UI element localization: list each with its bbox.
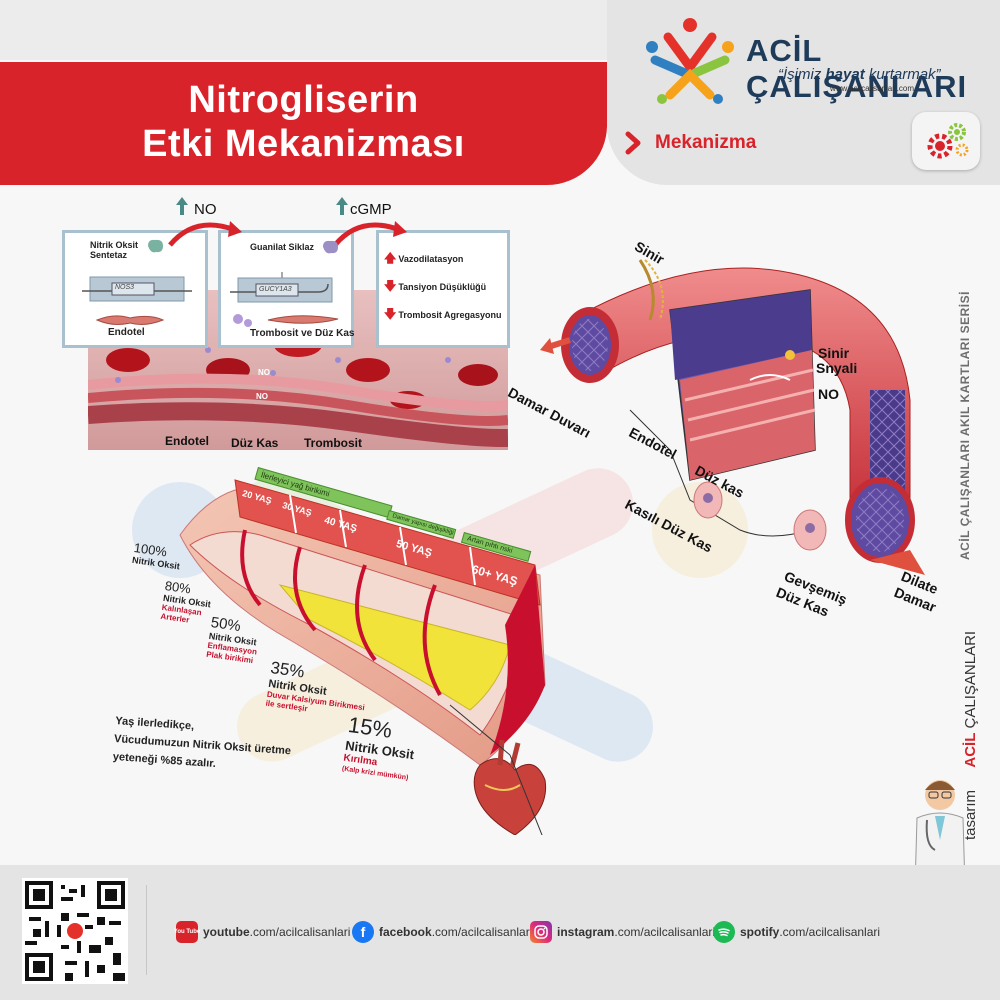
- vessel-trombosit-label: Trombosit: [304, 436, 363, 450]
- effect-item: 🡇Trombosit Agregasyonu: [384, 306, 508, 324]
- title-line-2: Etki Mekanizması: [142, 123, 465, 165]
- trombosit-duz-kas-label: Trombosit ve Düz Kas: [250, 328, 355, 339]
- qr-code-icon: [25, 881, 125, 981]
- gear-icon: [927, 123, 969, 159]
- spotify-icon: [713, 921, 735, 943]
- section-label[interactable]: Mekanizma: [655, 132, 757, 153]
- stage-15: 15% Nitrik Oksit Kırılma (Kalp krizi müm…: [341, 712, 416, 782]
- effect-item: 🡇Tansiyon Düşüklüğü: [384, 278, 508, 296]
- nos-enzyme-label: Nitrik Oksit Sentetaz: [90, 240, 139, 260]
- gene-diagram-2: [230, 272, 333, 303]
- arrow-up-icon: 🡅: [384, 250, 397, 265]
- sinir-sinyali-line-2: Snyali: [816, 360, 858, 376]
- sinir-sinyali-line-1: Sinir: [818, 345, 850, 361]
- gear-icon-box: [912, 112, 980, 170]
- stage-50: 50% Nitrik Oksit Enflamasyon Plak biriki…: [205, 614, 258, 666]
- youtube-link[interactable]: You Tube youtube.com/acilcalisanlari: [174, 920, 350, 944]
- slogan-prefix: “İşimiz: [778, 66, 826, 83]
- title-band: [0, 62, 607, 185]
- arrow-down-icon: 🡇: [384, 278, 397, 293]
- enzyme-icon-2: [323, 240, 338, 254]
- youtube-icon: You Tube: [174, 921, 200, 943]
- qr-code[interactable]: [22, 878, 128, 984]
- guanylate-label: Guanilat Siklaz: [250, 242, 315, 252]
- gene-diagram-1: [82, 276, 192, 302]
- instagram-icon: [530, 921, 552, 943]
- endothelial-cell-icon: [95, 315, 165, 325]
- footer: [0, 865, 1000, 1000]
- gene-label-nos3: NOS3: [115, 284, 135, 291]
- vessel-no-label-2: NO: [256, 392, 268, 401]
- spotify-link[interactable]: spotify.com/acilcalisanlari: [713, 920, 880, 944]
- no-label-right: NO: [818, 386, 839, 402]
- footer-divider: [146, 885, 147, 975]
- no-label: NO: [194, 201, 217, 218]
- vessel-duz-kas-label: Düz Kas: [231, 436, 279, 450]
- cgmp-label: cGMP: [350, 201, 392, 218]
- arrow-down-icon: 🡇: [384, 306, 397, 321]
- vessel-diagram: [540, 259, 925, 575]
- pathway-arrows: [168, 197, 407, 247]
- vessel-no-label-1: NO: [258, 368, 270, 377]
- enzyme-icon: [148, 239, 163, 253]
- effects-list: 🡅Vazodilatasyon 🡇Tansiyon Düşüklüğü 🡇Tro…: [384, 250, 508, 324]
- brand-slogan: “İşimiz hayat kurtarmak”: [778, 66, 941, 83]
- effect-item: 🡅Vazodilatasyon: [384, 250, 508, 268]
- brand-logo: [646, 18, 734, 104]
- facebook-icon: f: [352, 921, 374, 943]
- slogan-suffix: kurtarmak”: [864, 66, 941, 83]
- panel-effects: [376, 230, 510, 348]
- gene-label-gucy1a3: GUCY1A3: [259, 286, 292, 293]
- platelet-cells-icon: [233, 314, 339, 327]
- series-vertical-text: ACİL ÇALIŞANLARI AKIL KARTLARI SERİSİ: [958, 291, 972, 560]
- instagram-link[interactable]: instagram.com/acilcalisanlari: [530, 920, 715, 944]
- chevron-right-icon: [625, 131, 641, 155]
- brand-url: www.acilcalisanlari.com: [830, 84, 915, 93]
- title-line-1: Nitrogliserin: [188, 79, 419, 121]
- vessel-endotel-label: Endotel: [165, 434, 209, 448]
- endotel-cell-label: Endotel: [108, 327, 145, 338]
- artery-aging-diagram: [179, 479, 547, 835]
- facebook-link[interactable]: f facebook.com/acilcalisanlari: [352, 920, 532, 944]
- page-title: Nitrogliserin Etki Mekanizması: [0, 78, 607, 166]
- slogan-bold: hayat: [825, 66, 865, 83]
- brand-name: ACİL ÇALIŞANLARI: [746, 33, 968, 104]
